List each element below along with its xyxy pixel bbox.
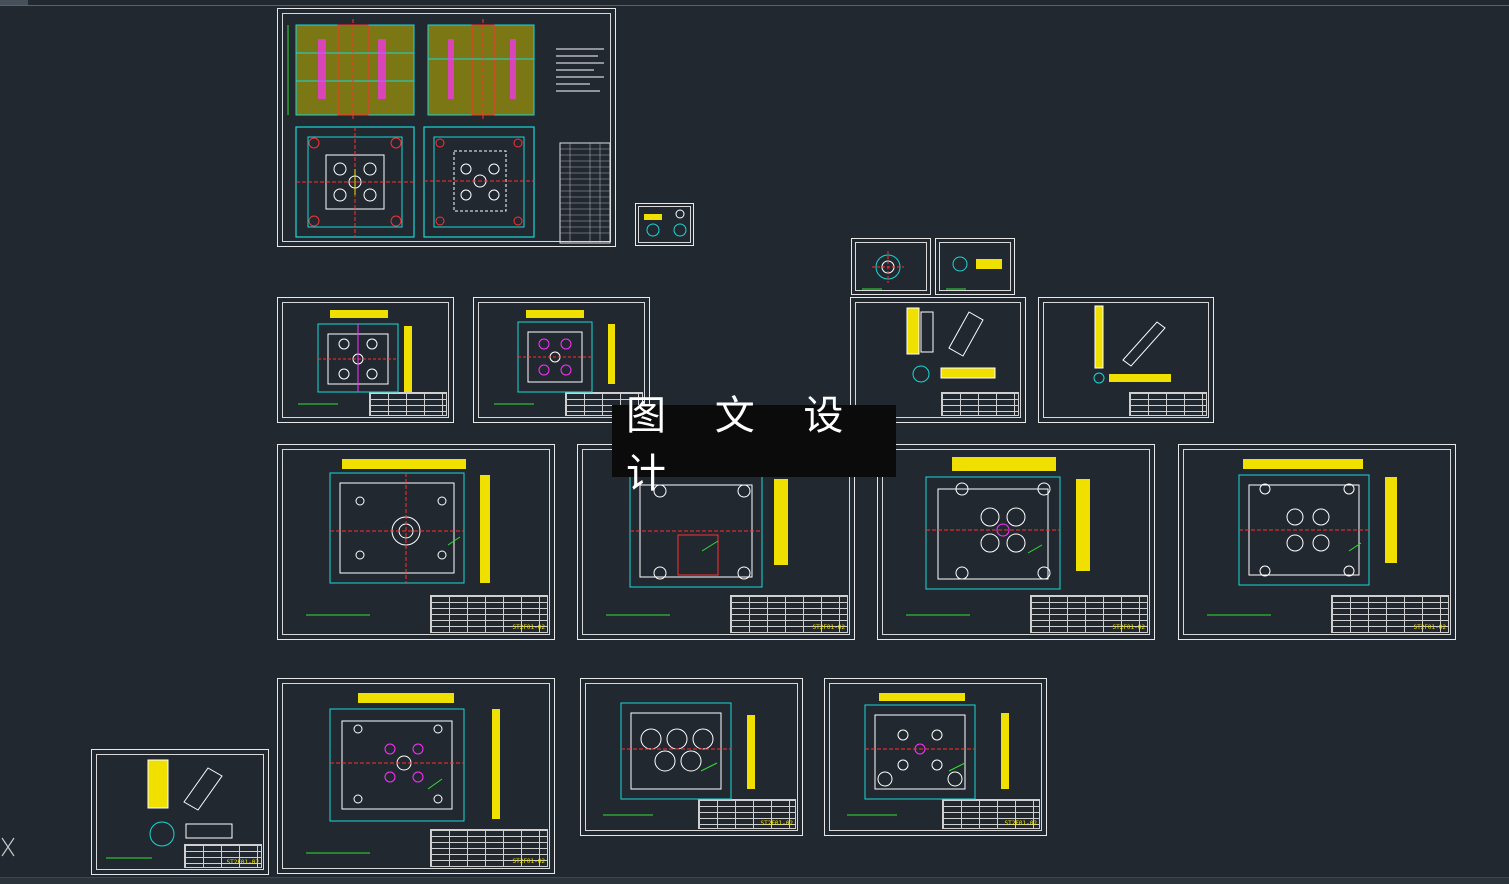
plate-graphics-d	[847, 693, 1009, 816]
insert-graphics-a	[906, 307, 996, 383]
tab-strip	[0, 0, 28, 6]
template-sheet-5[interactable]: ST2F01-02	[277, 678, 555, 874]
part-graphics-bottom-left	[106, 759, 233, 859]
drawing-code: ST2F01-02	[1413, 624, 1446, 631]
watermark-banner: 图 文 设 计	[612, 393, 896, 497]
small-part-graphics-3	[946, 256, 1002, 290]
plate-sheet-d[interactable]: ST2F01-02	[824, 678, 1047, 836]
status-bar	[0, 877, 1509, 884]
ucs-axis-icon	[1, 837, 15, 857]
viewport-top-edge	[0, 5, 1509, 6]
assembly-drawing-sheet[interactable]	[277, 8, 616, 247]
drawing-code: ST2F01-02	[760, 820, 793, 827]
insert-sheet-b[interactable]	[1038, 297, 1214, 423]
plate-graphics-b	[494, 310, 615, 405]
template-graphics-3	[906, 457, 1090, 616]
drawing-code: ST2F01-02	[512, 624, 545, 631]
drawing-code: ST2F01-02	[1112, 624, 1145, 631]
part-sheet-bottom-left[interactable]: ST2F01-02	[91, 749, 269, 875]
template-sheet-4[interactable]: ST2F01-02	[1178, 444, 1456, 640]
plate-graphics-c	[603, 702, 755, 816]
small-part-sheet-2[interactable]	[851, 238, 931, 295]
small-part-graphics-2	[862, 251, 904, 290]
drawing-code: ST2F01-02	[812, 624, 845, 631]
plate-sheet-a[interactable]	[277, 297, 454, 423]
template-graphics-2	[606, 474, 788, 616]
insert-sheet-a[interactable]	[850, 297, 1026, 423]
template-graphics-1	[306, 459, 490, 616]
drawing-code: ST2F01-02	[226, 859, 259, 866]
small-part-sheet-1[interactable]	[635, 203, 694, 246]
insert-graphics-b	[1093, 305, 1171, 384]
drawing-code: ST2F01-02	[1004, 820, 1037, 827]
template-graphics-5	[306, 693, 500, 854]
assembly-drawing-graphics	[287, 19, 611, 244]
small-part-sheet-3[interactable]	[935, 238, 1015, 295]
drawing-code: ST2F01-02	[512, 858, 545, 865]
small-part-graphics-1	[644, 209, 687, 237]
plate-graphics-a	[298, 310, 412, 405]
template-sheet-3[interactable]: ST2F01-02	[877, 444, 1155, 640]
template-sheet-1[interactable]: ST2F01-02	[277, 444, 555, 640]
plate-sheet-c[interactable]: ST2F01-02	[580, 678, 803, 836]
template-graphics-4	[1207, 459, 1397, 616]
